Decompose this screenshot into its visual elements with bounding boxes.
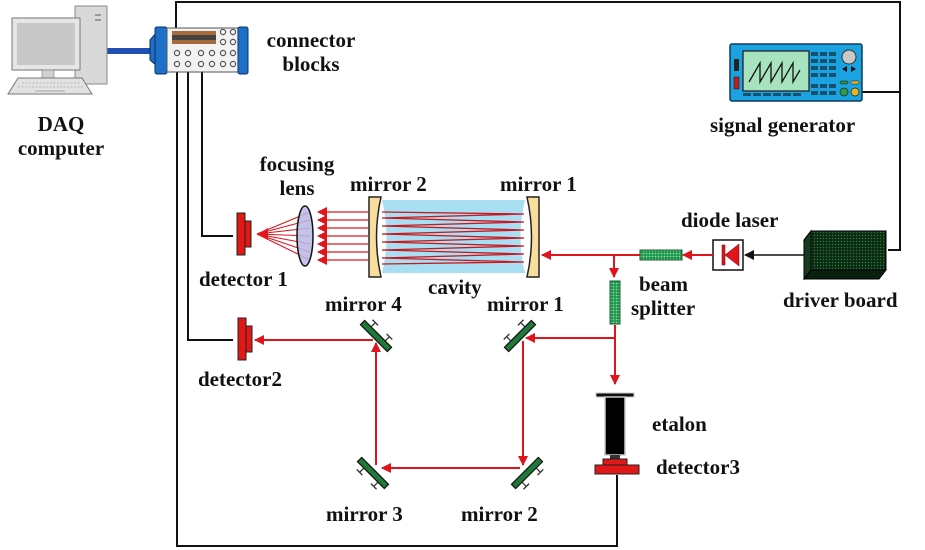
cavity-mirror-2 <box>368 196 382 278</box>
wire-detector-1 <box>201 66 233 237</box>
label-etalon: etalon <box>652 412 707 436</box>
wire-connector-to-signal-generator <box>175 1 901 93</box>
etalon-icon <box>595 392 635 459</box>
label-detector-1: detector 1 <box>199 267 288 291</box>
label-daq-line-1: DAQ <box>37 112 85 136</box>
detector-2-icon <box>237 317 253 361</box>
signal-wires <box>175 1 901 547</box>
detector-1-icon <box>236 212 252 256</box>
label-focusing-line-2: lens <box>279 176 315 200</box>
label-cavity-mirror-2: mirror 2 <box>350 172 427 196</box>
laser-beams <box>254 250 713 473</box>
label-daq-line-2: computer <box>17 136 105 160</box>
detector-3-icon <box>594 458 640 475</box>
label-focusing-lens: focusing lens <box>252 152 342 200</box>
cavity <box>368 196 540 278</box>
focus-arrowhead <box>258 228 268 240</box>
daq-computer-icon <box>7 5 108 95</box>
label-mirror-3: mirror 3 <box>326 502 403 526</box>
label-daq-computer: DAQ computer <box>6 112 116 160</box>
label-detector-2: detector2 <box>198 367 282 391</box>
wire-signal-generator-to-driver-board <box>888 92 901 251</box>
label-mirror-2: mirror 2 <box>461 502 538 526</box>
mirror-3-icon <box>356 456 390 490</box>
label-signal-generator: signal generator <box>710 113 856 137</box>
label-focusing-line-1: focusing <box>259 152 335 176</box>
diode-laser-icon <box>712 239 744 271</box>
label-beam-line-2: splitter <box>631 296 696 320</box>
focusing-lens-icon <box>296 205 314 267</box>
cavity-mirror-1 <box>526 196 540 278</box>
label-mirror-4: mirror 4 <box>325 292 402 316</box>
label-connector-line-2: blocks <box>282 52 340 76</box>
signal-generator-icon <box>729 43 863 102</box>
label-connector-line-1: connector <box>266 28 356 52</box>
wire-detector-3 <box>176 66 618 547</box>
wire-detector-2 <box>187 66 233 341</box>
label-mirror-1: mirror 1 <box>487 292 564 316</box>
driver-board-icon <box>802 229 888 281</box>
label-connector-blocks: connector blocks <box>256 28 366 76</box>
label-driver-board: driver board <box>783 288 898 312</box>
label-beam-splitter: beam splitter <box>631 272 695 320</box>
sawtooth-wave-icon <box>748 60 801 85</box>
cavity-multipass-beams <box>381 211 525 265</box>
label-detector-3: detector3 <box>656 455 740 479</box>
mirror-1-icon <box>503 319 537 353</box>
connector-block-icon <box>149 26 249 75</box>
label-diode-laser: diode laser <box>681 208 779 232</box>
label-beam-line-1: beam <box>639 272 688 296</box>
mirror-2-icon <box>510 456 544 490</box>
usb-cable <box>107 48 152 54</box>
cavity-output-beams <box>317 207 368 265</box>
label-cavity-mirror-1: mirror 1 <box>500 172 577 196</box>
beam-splitter-horizontal <box>639 249 683 261</box>
beam-splitter-vertical <box>609 280 621 325</box>
label-cavity: cavity <box>428 275 482 299</box>
mirror-4-icon <box>359 319 393 353</box>
